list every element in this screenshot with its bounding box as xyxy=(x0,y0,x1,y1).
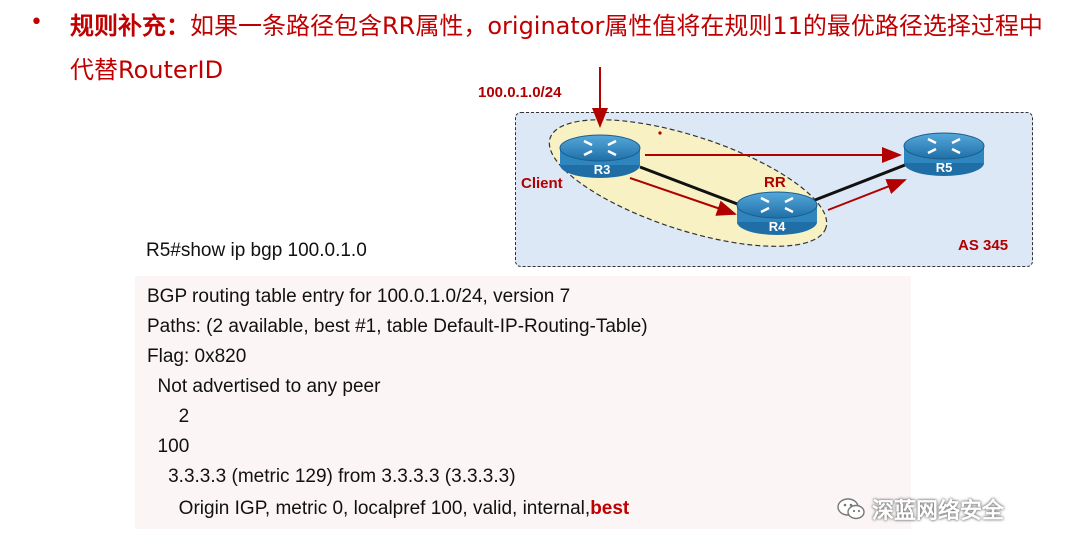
rule-label: 规则补充： xyxy=(70,12,190,40)
bullet-point: • xyxy=(30,10,43,35)
link-r3-r4 xyxy=(639,165,741,207)
rr-cluster-ellipse xyxy=(548,119,828,247)
client-label: Client xyxy=(521,175,563,192)
rr-label: RR xyxy=(764,174,786,191)
output-line: Paths: (2 available, best #1, table Defa… xyxy=(147,316,648,337)
output-line: Flag: 0x820 xyxy=(147,346,247,367)
network-topology: R3 R4 R5 Client RR AS 345 xyxy=(521,67,1008,254)
as-label: AS 345 xyxy=(958,237,1008,254)
output-line: 3.3.3.3 (metric 129) from 3.3.3.3 (3.3.3… xyxy=(147,466,516,487)
marker-dot xyxy=(658,131,662,135)
output-line: 2 xyxy=(147,406,190,427)
best-highlight: best xyxy=(590,498,630,519)
output-line: Not advertised to any peer xyxy=(147,376,381,397)
router-r4-icon xyxy=(736,191,818,235)
output-line-last: Origin IGP, metric 0, localpref 100, val… xyxy=(147,498,630,520)
watermark-text: 深蓝网络安全 xyxy=(872,499,1005,524)
network-prefix-label: 100.0.1.0/24 xyxy=(478,84,562,101)
cli-output: BGP routing table entry for 100.0.1.0/24… xyxy=(135,276,911,529)
router-r5-label: R5 xyxy=(936,160,953,175)
wechat-icon xyxy=(837,498,865,520)
router-r5-icon xyxy=(903,132,985,176)
cli-command: R5#show ip bgp 100.0.1.0 xyxy=(146,240,367,261)
router-r3-label: R3 xyxy=(594,162,611,177)
output-line: 100 xyxy=(147,436,190,457)
link-r4-r5 xyxy=(814,163,906,202)
output-line: BGP routing table entry for 100.0.1.0/24… xyxy=(147,286,571,307)
router-r3-icon xyxy=(559,134,641,178)
rule-body: 如果一条路径包含RR属性，originator属性值将在规则11的最优路径选择过… xyxy=(70,12,1043,84)
watermark: 深蓝网络安全 xyxy=(836,493,1004,525)
last-line-text: Origin IGP, metric 0, localpref 100, val… xyxy=(147,498,591,519)
router-r4-label: R4 xyxy=(769,219,786,234)
advert-arrow-r3-r4 xyxy=(629,177,737,216)
rule-supplement: 规则补充：如果一条路径包含RR属性，originator属性值将在规则11的最优… xyxy=(70,4,1060,92)
advert-arrow-r4-r5 xyxy=(827,179,907,211)
